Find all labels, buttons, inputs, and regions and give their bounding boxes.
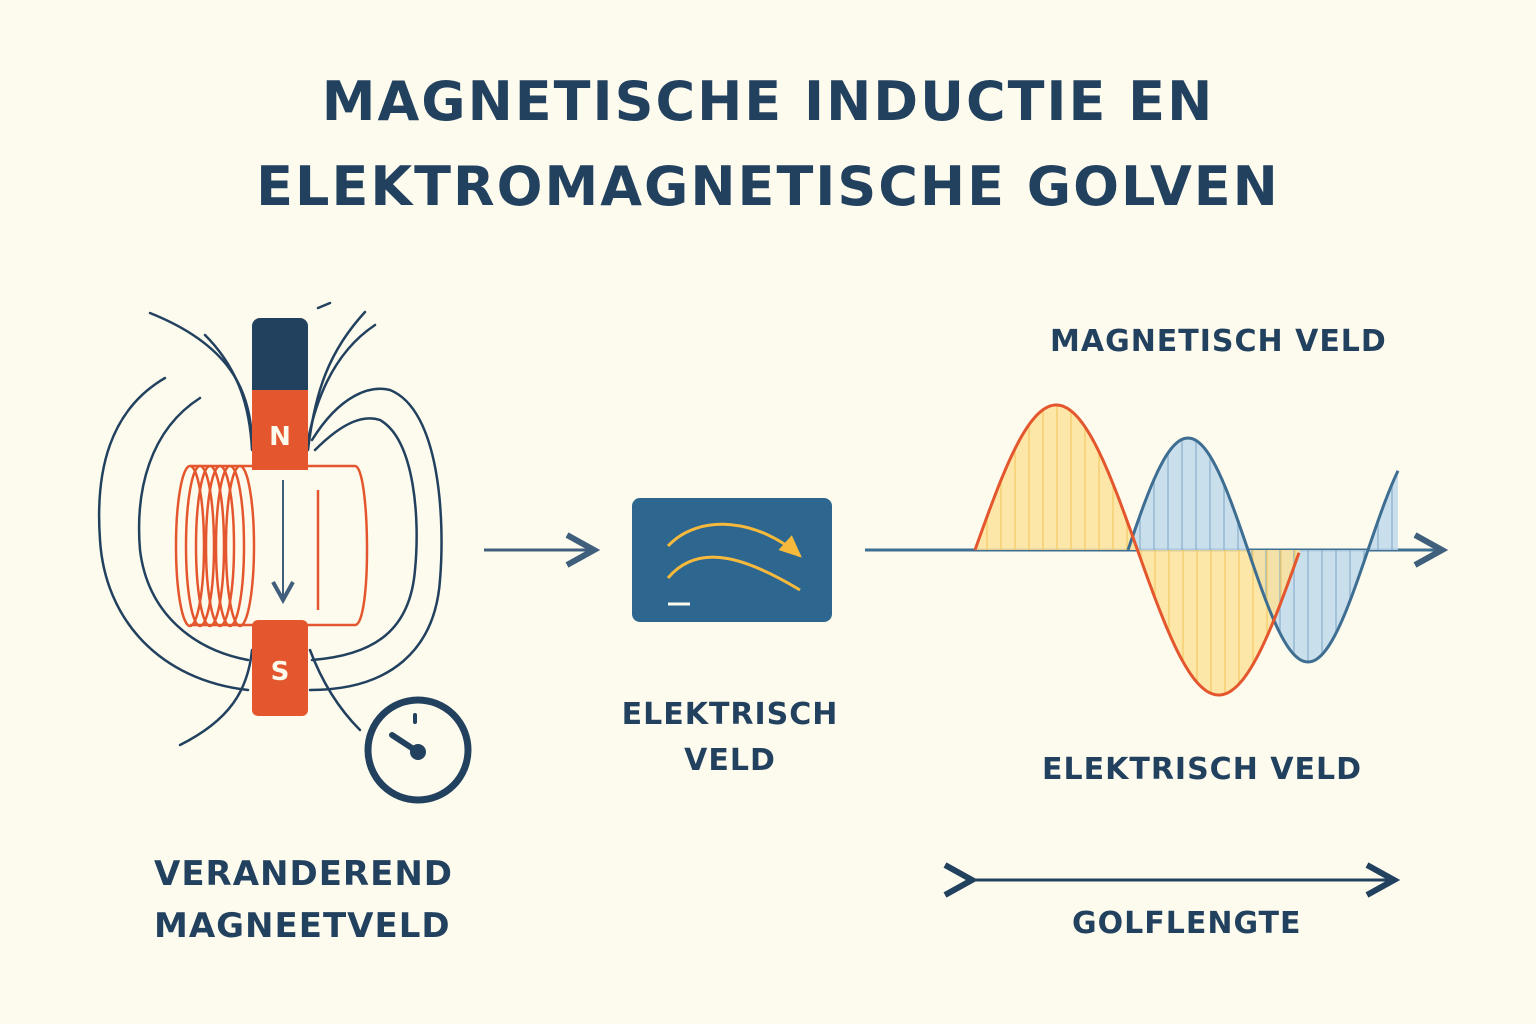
orange-wave-line: [973, 403, 1301, 697]
wave-lines: [973, 403, 1400, 697]
magnet-south-label: S: [271, 657, 290, 687]
bar-magnet: N S: [252, 318, 308, 716]
magnet-north-label: N: [269, 422, 291, 452]
magnet-in-coil: [252, 480, 308, 620]
wavelength-label: GOLFLENGTE: [1072, 906, 1302, 941]
electric-field-screen: [632, 498, 832, 622]
electric-field-label: ELEKTRISCH VELD: [1042, 752, 1362, 787]
electric-field-box-line-2: VELD: [684, 743, 776, 778]
coil: [174, 464, 369, 628]
electric-field-box-label: ELEKTRISCH VELD: [620, 692, 840, 784]
meter-icon: [364, 696, 472, 804]
magnetic-field-label: MAGNETISCH VELD: [1050, 324, 1387, 359]
blue-wave-line: [1126, 436, 1400, 664]
field-lines: [97, 301, 443, 747]
wave-fills: [975, 405, 1398, 695]
changing-field-line-2: MAGNEETVELD: [154, 906, 451, 946]
title-line-2: ELEKTROMAGNETISCHE GOLVEN: [256, 155, 1280, 218]
changing-field-label: VERANDEREND MAGNEETVELD: [154, 848, 453, 952]
changing-field-line-1: VERANDEREND: [154, 854, 454, 894]
electric-field-box-line-1: ELEKTRISCH: [621, 697, 839, 732]
title-line-1: MAGNETISCHE INDUCTIE EN: [321, 70, 1215, 133]
